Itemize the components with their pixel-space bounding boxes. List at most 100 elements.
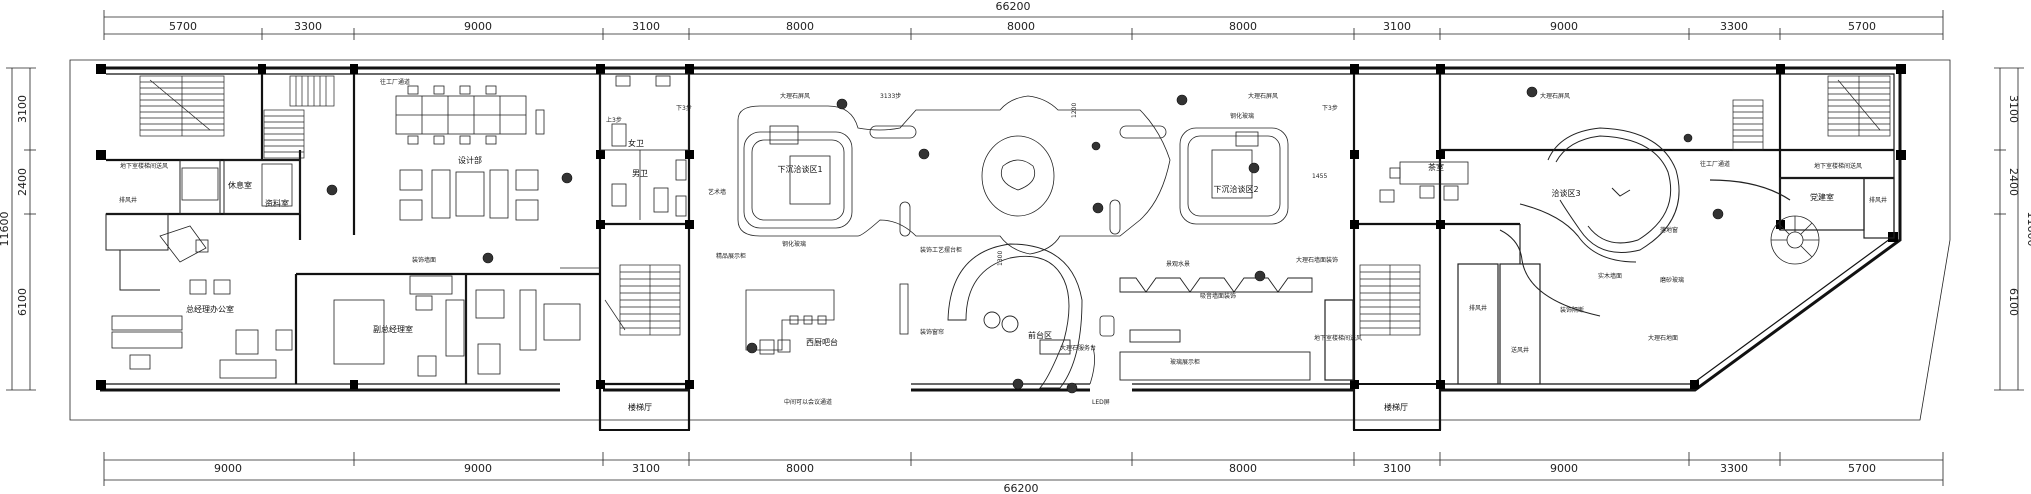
top-dim-3: 9000	[464, 20, 492, 33]
label-rest: 休息室	[228, 180, 252, 190]
meeting3-curved-wall	[1499, 127, 1680, 317]
note-partition: 装饰隔断	[1560, 306, 1584, 314]
bottom-dimension-chain: 9000 9000 3100 8000 8000 3100 9000 3300 …	[103, 452, 1944, 494]
label-deputy-office: 副总经理室	[373, 324, 413, 334]
deputy-office-furniture	[333, 267, 600, 384]
overall-height-left: 11600	[0, 212, 11, 247]
left-dim-2: 2400	[16, 168, 29, 196]
note-stone-counter: 大理石服务台	[1060, 344, 1096, 352]
stairs-mid-right	[1359, 264, 1421, 336]
top-dim-9: 9000	[1550, 20, 1578, 33]
label-tea: 茶室	[1428, 162, 1444, 172]
note-glass: 钢化玻璃	[782, 240, 806, 248]
note-marble2: 大理石屏风	[1248, 92, 1278, 100]
overall-width-top: 66200	[996, 0, 1031, 13]
exhaust-shaft-mid	[1324, 299, 1354, 381]
bottom-dim-3: 3100	[632, 462, 660, 475]
bottom-dim-7: 9000	[1550, 462, 1578, 475]
note-corridor: 中间可以会议通道	[784, 398, 832, 406]
spiral-stair	[1770, 215, 1820, 265]
reception-counter	[947, 243, 1083, 389]
left-dim-3: 6100	[16, 288, 29, 316]
note-curtain: 装饰窗帘	[920, 328, 944, 336]
bottom-dim-1: 9000	[214, 462, 242, 475]
label-supply: 送风井	[1511, 346, 1529, 354]
label-bar: 西厨吧台	[806, 337, 838, 347]
right-dim-1: 3100	[2007, 95, 2020, 123]
note-step-right: 下3步	[1322, 104, 1338, 112]
top-dim-11: 5700	[1848, 20, 1876, 33]
left-wing-small-rooms	[105, 159, 301, 291]
scalloped-partition	[1119, 277, 1313, 381]
right-dimension-chain: 11600 3100 2400 6100	[1994, 67, 2031, 391]
plant-symbols	[326, 86, 1724, 394]
central-island-platform	[737, 95, 1289, 255]
note-d1200: 1200	[1071, 103, 1078, 118]
stairs-mid-left	[604, 264, 681, 336]
label-basement-mid: 地下室楼梯间送风	[1314, 334, 1362, 342]
label-data: 资料室	[265, 198, 289, 208]
note-marble-floor: 大理石地面	[1648, 334, 1678, 342]
note-water: 景观水景	[1166, 260, 1190, 268]
top-dim-4: 3100	[632, 20, 660, 33]
top-dim-7: 8000	[1229, 20, 1257, 33]
note-d1300: 1300	[997, 251, 1004, 266]
left-dimension-chain: 11600 3100 2400 6100	[0, 67, 36, 391]
label-exhaust-left: 排风井	[119, 196, 137, 204]
label-male-wc: 男卫	[632, 169, 648, 178]
note-glass-box: 玻璃展示柜	[1170, 358, 1200, 366]
note-window: 落地窗	[1660, 226, 1678, 234]
top-dim-10: 3300	[1720, 20, 1748, 33]
note-glass3: 磨砂玻璃	[1660, 276, 1684, 284]
bottom-center-cabinets	[1089, 315, 1115, 385]
note-craft: 装饰工艺摆台柜	[920, 246, 962, 254]
design-lounge	[399, 169, 539, 221]
label-director-office: 总经理办公室	[186, 304, 234, 314]
structural-columns	[96, 64, 1906, 390]
bar-counter	[745, 283, 909, 355]
note-glass2: 钢化玻璃	[1230, 112, 1254, 120]
label-basement-right: 地下室楼梯间送风	[1814, 162, 1862, 170]
note-marble3: 大理石屏风	[1540, 92, 1570, 100]
tea-room-furniture	[1379, 161, 1469, 203]
label-female-wc: 女卫	[628, 138, 644, 148]
note-led: LED屏	[1092, 399, 1110, 406]
right-wing-partitions	[1457, 177, 1895, 385]
bottom-dim-5: 8000	[1229, 462, 1257, 475]
top-dim-2: 3300	[294, 20, 322, 33]
note-wood: 实木墙面	[1598, 272, 1622, 280]
stairs-right	[1732, 75, 1891, 151]
note-wall-paint: 装饰墙面	[412, 256, 436, 264]
note-up3: 上3步	[606, 116, 622, 124]
note-marble1: 大理石屏风	[780, 92, 810, 100]
overall-height-right: 11600	[2025, 212, 2031, 247]
label-stair-hall-right: 楼梯厅	[1384, 402, 1408, 412]
stair-hall-boxes	[599, 383, 1441, 431]
label-exhaust-mid: 排风井	[1469, 304, 1487, 312]
bottom-dim-4: 8000	[786, 462, 814, 475]
annotations: 往工厂通道 往工厂通道 大理石屏风 大理石屏风 大理石屏风 大理石地面 3133…	[380, 78, 1730, 406]
label-design: 设计部	[458, 155, 482, 165]
label-reception: 前台区	[1028, 330, 1052, 340]
right-dim-3: 6100	[2007, 288, 2020, 316]
washroom-furniture	[599, 73, 690, 220]
right-dim-2: 2400	[2007, 168, 2020, 196]
label-basement-left: 地下室楼梯间送风	[120, 162, 168, 170]
label-sunken2: 下沉洽谈区2	[1213, 184, 1258, 194]
label-party: 党建室	[1810, 192, 1834, 202]
label-sunken1: 下沉洽谈区1	[777, 164, 822, 174]
bottom-dim-6: 3100	[1383, 462, 1411, 475]
top-dim-8: 3100	[1383, 20, 1411, 33]
note-step-left: 下3步	[676, 104, 692, 112]
top-dim-6: 8000	[1007, 20, 1035, 33]
site-boundary	[69, 59, 1951, 421]
label-meeting3: 洽谈区3	[1551, 188, 1580, 198]
note-left-hall: 往工厂通道	[380, 78, 410, 86]
label-exhaust-right: 排风井	[1869, 196, 1887, 204]
rest-room-furniture	[181, 163, 293, 207]
note-stone-wall: 大理石墙面装饰	[1296, 256, 1338, 264]
note-step3: 3133步	[880, 92, 901, 100]
design-desk-cluster	[395, 85, 545, 145]
note-right-hall: 往工厂通道	[1700, 160, 1730, 168]
